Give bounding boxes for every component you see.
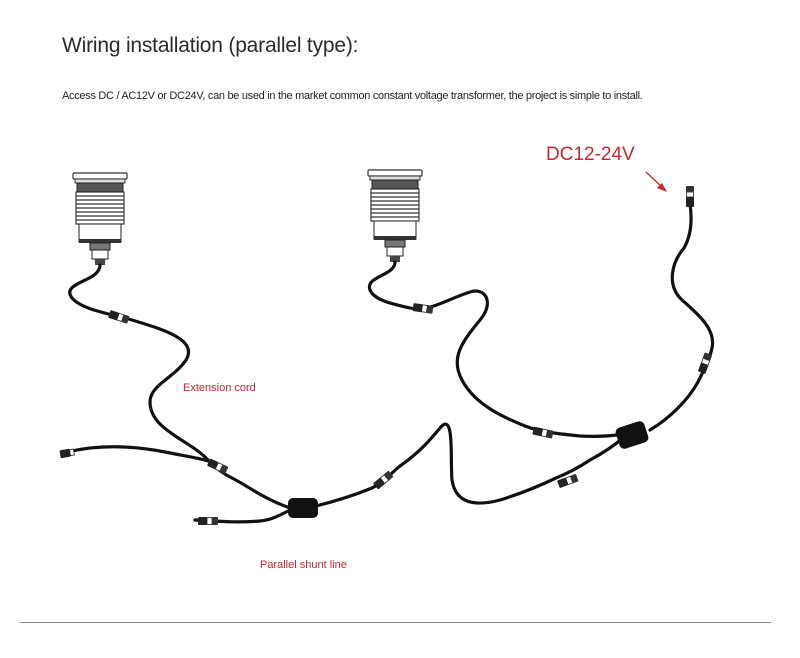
connector-pair	[372, 470, 395, 491]
plug-end	[59, 448, 75, 459]
page-subtitle: Access DC / AC12V or DC24V, can be used …	[62, 90, 643, 102]
downlight-fixture-icon	[72, 172, 128, 266]
connector-pair	[697, 351, 713, 375]
connector-pair	[531, 426, 555, 440]
shunt-splitter-icon	[288, 498, 318, 518]
arrow-icon	[645, 171, 667, 192]
shunt-splitter-icon	[615, 421, 649, 449]
connector-pair	[107, 309, 131, 325]
connector-pair	[412, 302, 434, 315]
footer-divider	[20, 622, 771, 623]
connector-pair	[206, 457, 229, 475]
connector-pair	[197, 516, 219, 526]
parallel-shunt-label: Parallel shunt line	[260, 559, 347, 571]
power-label: DC12-24V	[546, 144, 635, 165]
power-connector-icon	[686, 186, 694, 207]
extension-cord-label: Extension cord	[183, 382, 256, 394]
cable-lines	[66, 202, 715, 524]
downlight-fixture-icon	[367, 169, 423, 263]
page-title: Wiring installation (parallel type):	[62, 34, 359, 57]
